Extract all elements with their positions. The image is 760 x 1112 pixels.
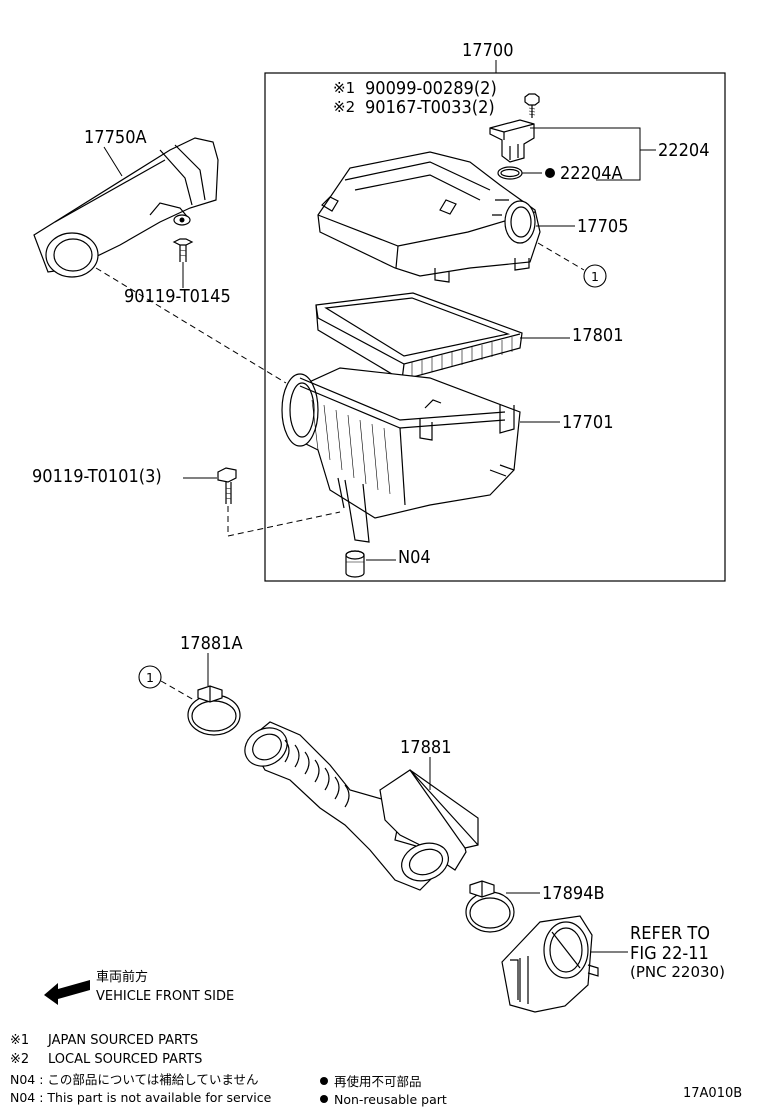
refer-line-3: (PNC 22030) <box>630 963 725 981</box>
intake-hose-part-number[interactable]: 17881 <box>400 737 452 758</box>
intake-hose-callout: 17881 <box>400 737 452 790</box>
non-reusable-dot-icon <box>545 168 555 178</box>
legend-n04-jp: N04 : この部品については補給していません <box>10 1072 259 1087</box>
legend-japan-sourced: JAPAN SOURCED PARTS <box>47 1033 198 1048</box>
clamp-upper-part-number[interactable]: 17881A <box>180 633 243 654</box>
legend-dot-icon-en <box>320 1095 328 1103</box>
air-cleaner-cap-callout: 17705 1 <box>536 216 629 288</box>
figure-code: 17A010B <box>683 1086 742 1101</box>
air-flow-meter-part-number[interactable]: 22204 <box>658 140 710 161</box>
front-arrow-icon <box>44 980 90 1005</box>
legend-japan-marker: ※1 <box>10 1033 29 1048</box>
case-bolt-part-number[interactable]: 90119-T0101(3) <box>32 466 162 487</box>
clamp-lower-drawing <box>465 880 515 933</box>
air-flow-meter-drawing <box>489 119 535 163</box>
o-ring-drawing <box>497 166 523 180</box>
local-marker: ※2 <box>333 98 355 116</box>
air-cleaner-cap-part-number[interactable]: 17705 <box>577 216 629 237</box>
air-cleaner-case-drawing <box>281 367 521 543</box>
legend-non-reusable-jp: 再使用不可部品 <box>334 1074 422 1089</box>
clamp-upper-callout: 17881A 1 <box>138 633 243 701</box>
legend-n04-en: N04 : This part is not available for ser… <box>10 1090 272 1105</box>
duct-bolt-part-number[interactable]: 90119-T0145 <box>124 286 231 307</box>
case-bolt-callout: 90119-T0101(3) <box>32 466 341 537</box>
japan-marker: ※1 <box>333 79 355 97</box>
assembly-frame <box>264 72 726 582</box>
grommet-drawing <box>345 550 365 578</box>
legend-local-sourced: LOCAL SOURCED PARTS <box>48 1052 202 1067</box>
throttle-body-callout: REFER TO FIG 22-11 (PNC 22030) <box>590 923 725 981</box>
air-cleaner-assembly: 17700 <box>264 40 726 582</box>
legend-non-reusable-en: Non-reusable part <box>334 1092 447 1107</box>
connector-marker-1-lower-label: 1 <box>146 670 154 685</box>
clamp-upper-drawing <box>187 685 241 736</box>
filter-element-part-number[interactable]: 17801 <box>572 325 624 346</box>
connector-marker-1-label: 1 <box>591 269 599 284</box>
clamp-lower-callout: 17894B <box>506 883 605 904</box>
screw-japan-part-number[interactable]: 90099-00289(2) <box>365 78 497 99</box>
air-flow-meter-callouts: 22204 22204A <box>522 127 710 184</box>
vehicle-front-direction: 車両前方 VEHICLE FRONT SIDE <box>44 969 234 1005</box>
refer-line-1[interactable]: REFER TO <box>630 923 710 944</box>
connector-marker-1-lower <box>138 665 162 689</box>
front-direction-en: VEHICLE FRONT SIDE <box>96 989 234 1004</box>
clamp-lower-part-number[interactable]: 17894B <box>542 883 605 904</box>
filter-element-drawing <box>315 292 523 381</box>
legend-local-marker: ※2 <box>10 1052 29 1067</box>
intake-duct-drawing <box>33 137 219 278</box>
legend: ※1 JAPAN SOURCED PARTS ※2 LOCAL SOURCED … <box>10 1033 742 1107</box>
front-direction-jp: 車両前方 <box>96 969 148 985</box>
air-cleaner-cap-drawing <box>317 151 541 283</box>
duct-bolt-callout: 90119-T0145 <box>124 262 231 307</box>
duct-bolt-drawing <box>172 238 194 262</box>
grommet-callout: N04 <box>366 547 431 568</box>
air-cleaner-case-part-number[interactable]: 17701 <box>562 412 614 433</box>
refer-line-2[interactable]: FIG 22-11 <box>630 943 709 964</box>
intake-duct-part-number[interactable]: 17750A <box>84 127 147 148</box>
connector-marker-1 <box>583 264 607 288</box>
filter-element-callout: 17801 <box>520 325 624 346</box>
grommet-part-number[interactable]: N04 <box>398 547 431 568</box>
screw-callouts: ※1 90099-00289(2) ※2 90167-T0033(2) <box>333 78 497 118</box>
assembly-part-number[interactable]: 17700 <box>462 40 514 61</box>
intake-duct-callout: 17750A <box>84 127 287 384</box>
intake-hose-drawing <box>244 721 479 891</box>
throttle-body-drawing <box>501 915 599 1013</box>
case-bolt-drawing <box>217 467 237 504</box>
screw-drawing <box>524 93 540 118</box>
legend-dot-icon-jp <box>320 1077 328 1085</box>
screw-local-part-number[interactable]: 90167-T0033(2) <box>365 97 495 118</box>
o-ring-part-number[interactable]: 22204A <box>560 163 623 184</box>
air-cleaner-case-callout: 17701 <box>520 412 614 433</box>
